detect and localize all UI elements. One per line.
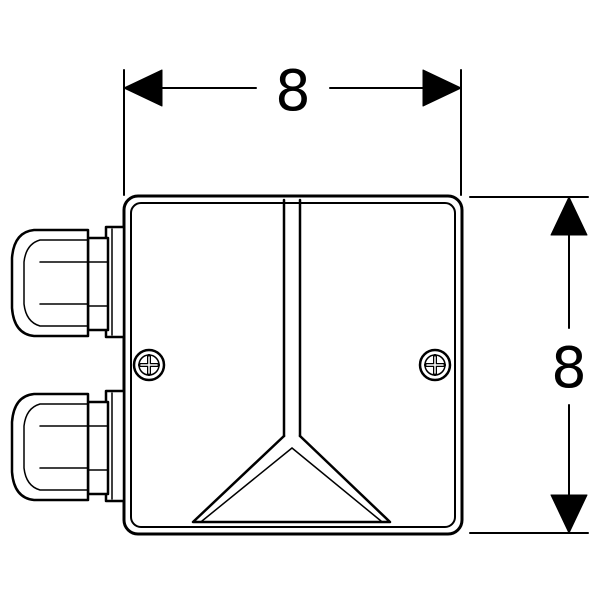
screw-icon — [132, 348, 166, 382]
cable-gland-icon — [10, 225, 126, 339]
height-label: 8 — [551, 336, 587, 401]
channel-funnel — [191, 434, 392, 524]
box-inner-outline — [130, 202, 456, 528]
screw-icon — [418, 348, 452, 382]
width-dimension: 8 — [123, 59, 462, 196]
arrowhead-right — [422, 69, 462, 107]
arrowhead-left — [123, 69, 163, 107]
channel-funnel-inner-right — [291, 447, 382, 522]
cable-gland-icon — [10, 389, 126, 503]
arrowhead-top — [550, 196, 588, 236]
box-outer-outline — [122, 194, 464, 536]
channel-funnel-inner-left — [201, 447, 293, 522]
lid-divider-channel — [191, 198, 392, 524]
junction-box — [122, 194, 464, 536]
arrowhead-bottom — [550, 494, 588, 534]
height-dimension: 8 — [469, 196, 589, 534]
width-label: 8 — [275, 59, 311, 124]
